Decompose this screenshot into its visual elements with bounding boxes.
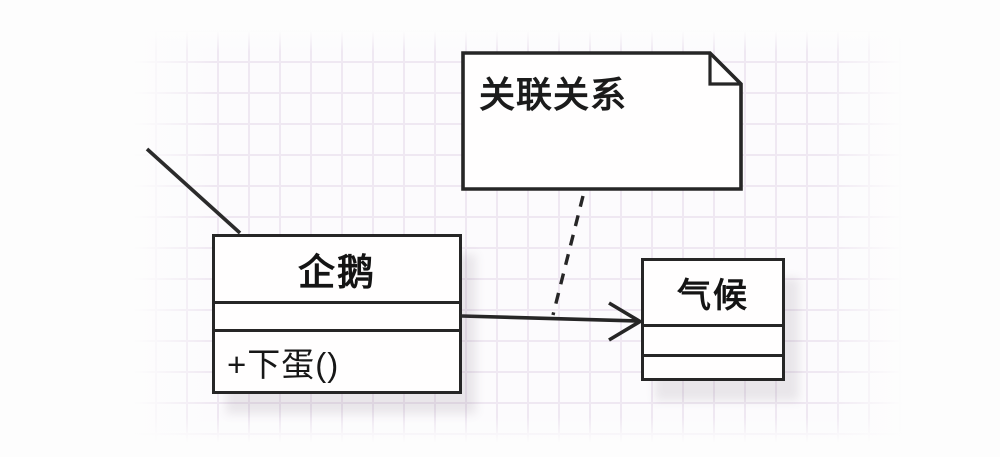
attributes-compartment-climate bbox=[644, 327, 782, 357]
class-name-climate: 气候 bbox=[644, 261, 782, 327]
class-box-penguin[interactable]: 企鹅 +下蛋() bbox=[212, 234, 462, 394]
class-name-penguin: 企鹅 bbox=[215, 237, 459, 304]
incoming-association-line[interactable] bbox=[145, 147, 242, 235]
operations-compartment-climate bbox=[644, 357, 782, 378]
class-box-climate[interactable]: 气候 bbox=[641, 258, 785, 381]
note-connector-line[interactable] bbox=[551, 195, 585, 316]
note-text: 关联关系 bbox=[479, 74, 628, 115]
note-shape bbox=[461, 51, 743, 191]
arrowhead-icon bbox=[608, 301, 644, 342]
operations-compartment-penguin: +下蛋() bbox=[227, 345, 340, 383]
note-fold-icon bbox=[708, 53, 741, 86]
uml-note[interactable]: 关联关系 bbox=[460, 50, 744, 192]
attributes-compartment-penguin bbox=[215, 304, 459, 332]
association-arrow[interactable] bbox=[461, 301, 644, 342]
